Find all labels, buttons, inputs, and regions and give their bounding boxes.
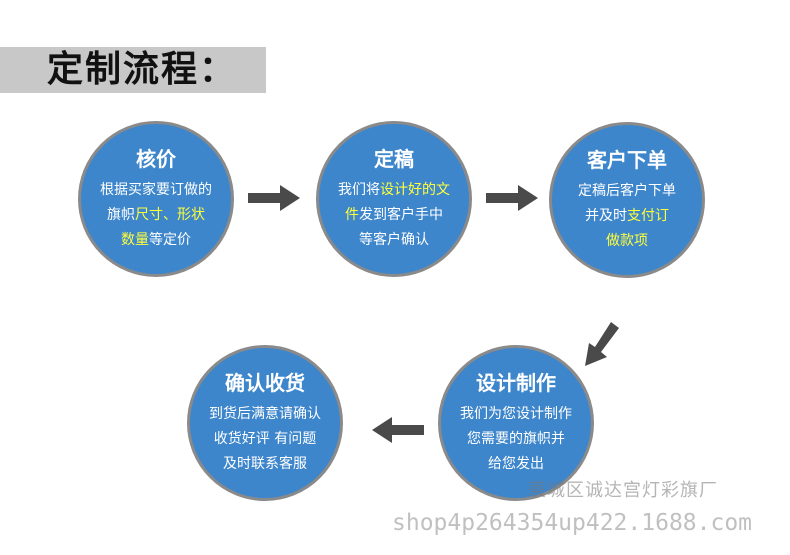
page-title: 定制流程： bbox=[47, 49, 238, 90]
header-band bbox=[0, 47, 266, 93]
step-design-production: 设计制作 我们为您设计制作 您需要的旗帜并 给您发出 bbox=[438, 345, 594, 501]
step-title: 核价 bbox=[136, 147, 176, 171]
step-pricing: 核价 根据买家要订做的 旗帜尺寸、形状 数量等定价 bbox=[78, 121, 234, 277]
step-confirm-receipt: 确认收货 到货后满意请确认 收货好评 有问题 及时联系客服 bbox=[187, 345, 343, 501]
step-place-order: 客户下单 定稿后客户下单 并及时支付订 做款项 bbox=[549, 122, 705, 278]
text-segment: 并及时 bbox=[585, 208, 627, 224]
text-segment: 旗帜 bbox=[107, 207, 135, 223]
text-segment: 发到客户手中 bbox=[359, 207, 443, 223]
step-description: 定稿后客户下单 并及时支付订 做款项 bbox=[552, 179, 702, 254]
highlight-text: 做款项 bbox=[606, 233, 648, 249]
highlight-text: 尺寸、形状 bbox=[135, 207, 205, 223]
step-finalize-design: 定稿 我们将设计好的文 件发到客户手中 等客户确认 bbox=[316, 121, 472, 277]
watermark-url: shop4p264354up422.1688.com bbox=[392, 510, 753, 536]
step-title: 定稿 bbox=[374, 147, 414, 171]
text-segment: 及时联系客服 bbox=[223, 456, 307, 472]
watermark-shop-name: 蓑城区诚达宫灯彩旗厂 bbox=[528, 480, 718, 501]
arrow-down-left-icon bbox=[585, 322, 619, 366]
step-title: 确认收货 bbox=[225, 371, 305, 395]
text-segment: 等客户确认 bbox=[359, 232, 429, 248]
text-segment: 定稿后客户下单 bbox=[578, 183, 676, 199]
text-segment: 等定价 bbox=[149, 232, 191, 248]
arrow-left-icon bbox=[372, 417, 424, 443]
highlight-text: 数量 bbox=[121, 232, 149, 248]
text-segment: 到货后满意请确认 bbox=[209, 406, 321, 422]
highlight-text: 设计好的文 bbox=[380, 182, 450, 198]
text-segment: 我们为您设计制作 bbox=[460, 406, 572, 422]
step-description: 根据买家要订做的 旗帜尺寸、形状 数量等定价 bbox=[81, 178, 231, 253]
step-description: 我们将设计好的文 件发到客户手中 等客户确认 bbox=[319, 178, 469, 253]
text-segment: 给您发出 bbox=[488, 456, 544, 472]
text-segment: 我们将 bbox=[338, 182, 380, 198]
text-segment: 收货好评 有问题 bbox=[213, 431, 317, 447]
arrow-right-icon bbox=[248, 185, 300, 211]
text-segment: 根据买家要订做的 bbox=[100, 182, 212, 198]
step-description: 我们为您设计制作 您需要的旗帜并 给您发出 bbox=[441, 402, 591, 477]
step-title: 客户下单 bbox=[587, 148, 667, 172]
arrow-right-icon bbox=[486, 185, 538, 211]
step-description: 到货后满意请确认 收货好评 有问题 及时联系客服 bbox=[190, 402, 340, 477]
highlight-text: 件 bbox=[345, 207, 359, 223]
step-title: 设计制作 bbox=[476, 371, 556, 395]
highlight-text: 支付订 bbox=[627, 208, 669, 224]
text-segment: 您需要的旗帜并 bbox=[467, 431, 565, 447]
